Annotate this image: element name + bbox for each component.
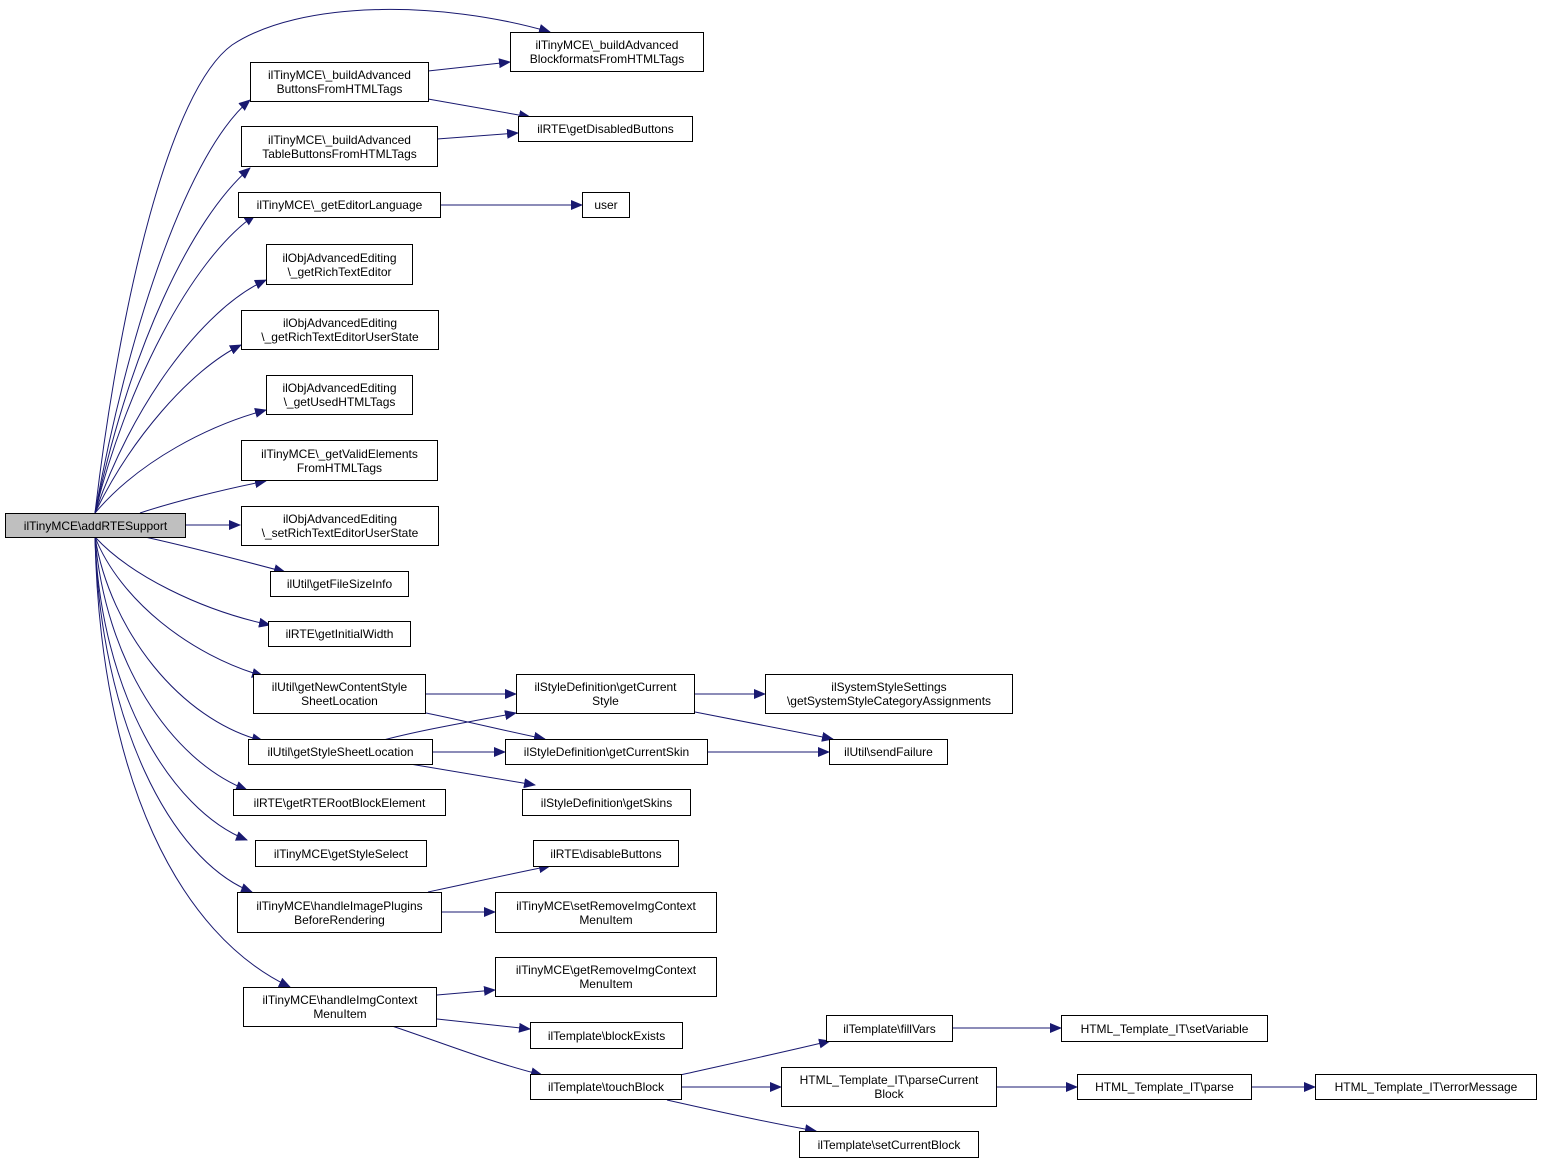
edge-current-style-send-failure	[694, 711, 834, 742]
node-user[interactable]: user	[582, 192, 630, 218]
node-get-valid-elements[interactable]: ilTinyMCE\_getValidElements FromHTMLTags	[241, 440, 438, 481]
node-get-style-sheet-location[interactable]: ilUtil\getStyleSheetLocation	[248, 739, 433, 765]
node-set-remove-img-context[interactable]: ilTinyMCE\setRemoveImgContext MenuItem	[495, 892, 717, 933]
node-get-editor-language[interactable]: ilTinyMCE\_getEditorLanguage	[238, 192, 441, 218]
node-get-system-style-category[interactable]: ilSystemStyleSettings \getSystemStyleCat…	[765, 674, 1013, 714]
edge-touch-fill-vars	[679, 1038, 831, 1076]
node-get-skins[interactable]: ilStyleDefinition\getSkins	[522, 789, 691, 816]
node-build-advanced-blockformats[interactable]: ilTinyMCE\_buildAdvanced BlockformatsFro…	[510, 32, 704, 72]
node-get-initial-width[interactable]: ilRTE\getInitialWidth	[268, 621, 411, 647]
edge-root-blockformats	[94, 8, 551, 514]
edge-root-used-html-tags	[94, 408, 267, 514]
node-disable-buttons[interactable]: ilRTE\disableButtons	[533, 840, 679, 867]
edge-style-sheet-current-style	[379, 710, 517, 742]
node-set-current-block[interactable]: ilTemplate\setCurrentBlock	[799, 1131, 979, 1158]
node-handle-img-context[interactable]: ilTinyMCE\handleImgContext MenuItem	[243, 987, 437, 1027]
node-get-current-style[interactable]: ilStyleDefinition\getCurrent Style	[516, 674, 695, 714]
node-error-message[interactable]: HTML_Template_IT\errorMessage	[1315, 1074, 1537, 1100]
edge-root-valid-elements	[139, 478, 267, 514]
edge-root-rte-user-state	[94, 344, 242, 514]
edge-table-buttons-disabled	[436, 128, 519, 140]
node-parse[interactable]: HTML_Template_IT\parse	[1077, 1074, 1252, 1100]
edge-img-context-block-exists	[436, 1018, 531, 1033]
node-set-rte-user-state[interactable]: ilObjAdvancedEditing \_setRichTextEditor…	[241, 506, 439, 546]
node-parse-current-block[interactable]: HTML_Template_IT\parseCurrent Block	[781, 1067, 997, 1107]
edge-root-image-plugins	[94, 536, 253, 893]
edge-root-initial-width	[94, 536, 271, 628]
node-block-exists[interactable]: ilTemplate\blockExists	[530, 1022, 683, 1049]
node-get-used-html-tags[interactable]: ilObjAdvancedEditing \_getUsedHTMLTags	[266, 375, 413, 415]
edge-buttons-disabled	[427, 98, 531, 121]
node-get-rte-user-state[interactable]: ilObjAdvancedEditing \_getRichTextEditor…	[241, 310, 439, 350]
edge-root-style-sheet-location	[94, 536, 264, 744]
node-build-advanced-buttons[interactable]: ilTinyMCE\_buildAdvanced ButtonsFromHTML…	[250, 62, 429, 102]
node-get-new-content-style[interactable]: ilUtil\getNewContentStyle SheetLocation	[253, 674, 426, 714]
edge-style-sheet-skins	[409, 763, 536, 789]
edge-root-style-select	[94, 536, 248, 841]
node-send-failure[interactable]: ilUtil\sendFailure	[829, 739, 948, 765]
edge-root-rte-root-block	[94, 536, 248, 791]
node-get-file-size-info[interactable]: ilUtil\getFileSizeInfo	[270, 571, 409, 597]
edge-root-rich-text-editor	[94, 279, 267, 514]
edge-image-plugins-disable	[427, 863, 551, 893]
node-get-current-skin[interactable]: ilStyleDefinition\getCurrentSkin	[505, 739, 708, 765]
edge-touch-set-current	[666, 1099, 817, 1135]
edge-root-table-buttons	[94, 167, 251, 514]
edge-new-content-current-skin	[425, 712, 546, 742]
node-get-remove-img-context[interactable]: ilTinyMCE\getRemoveImgContext MenuItem	[495, 957, 717, 997]
node-build-advanced-table-buttons[interactable]: ilTinyMCE\_buildAdvanced TableButtonsFro…	[241, 126, 438, 167]
node-get-rich-text-editor[interactable]: ilObjAdvancedEditing \_getRichTextEditor	[266, 244, 413, 285]
edge-img-context-get-remove	[436, 985, 496, 996]
node-handle-image-plugins[interactable]: ilTinyMCE\handleImagePlugins BeforeRende…	[237, 892, 442, 933]
edge-root-buttons	[94, 99, 251, 514]
node-touch-block[interactable]: ilTemplate\touchBlock	[530, 1074, 682, 1100]
node-set-variable[interactable]: HTML_Template_IT\setVariable	[1061, 1015, 1268, 1042]
edge-root-editor-language	[94, 214, 256, 514]
edge-buttons-blockformats	[427, 58, 511, 72]
node-get-disabled-buttons[interactable]: ilRTE\getDisabledButtons	[518, 116, 693, 142]
node-get-rte-root-block[interactable]: ilRTE\getRTERootBlockElement	[233, 789, 446, 816]
node-get-style-select[interactable]: ilTinyMCE\getStyleSelect	[255, 840, 427, 867]
edge-root-new-content-style	[94, 536, 264, 678]
edge-root-file-size-info	[144, 536, 286, 574]
node-add-rte-support: ilTinyMCE\addRTESupport	[5, 513, 186, 538]
edge-img-context-touch-block	[391, 1025, 543, 1078]
edge-root-img-context	[94, 536, 291, 988]
node-fill-vars[interactable]: ilTemplate\fillVars	[826, 1015, 953, 1042]
